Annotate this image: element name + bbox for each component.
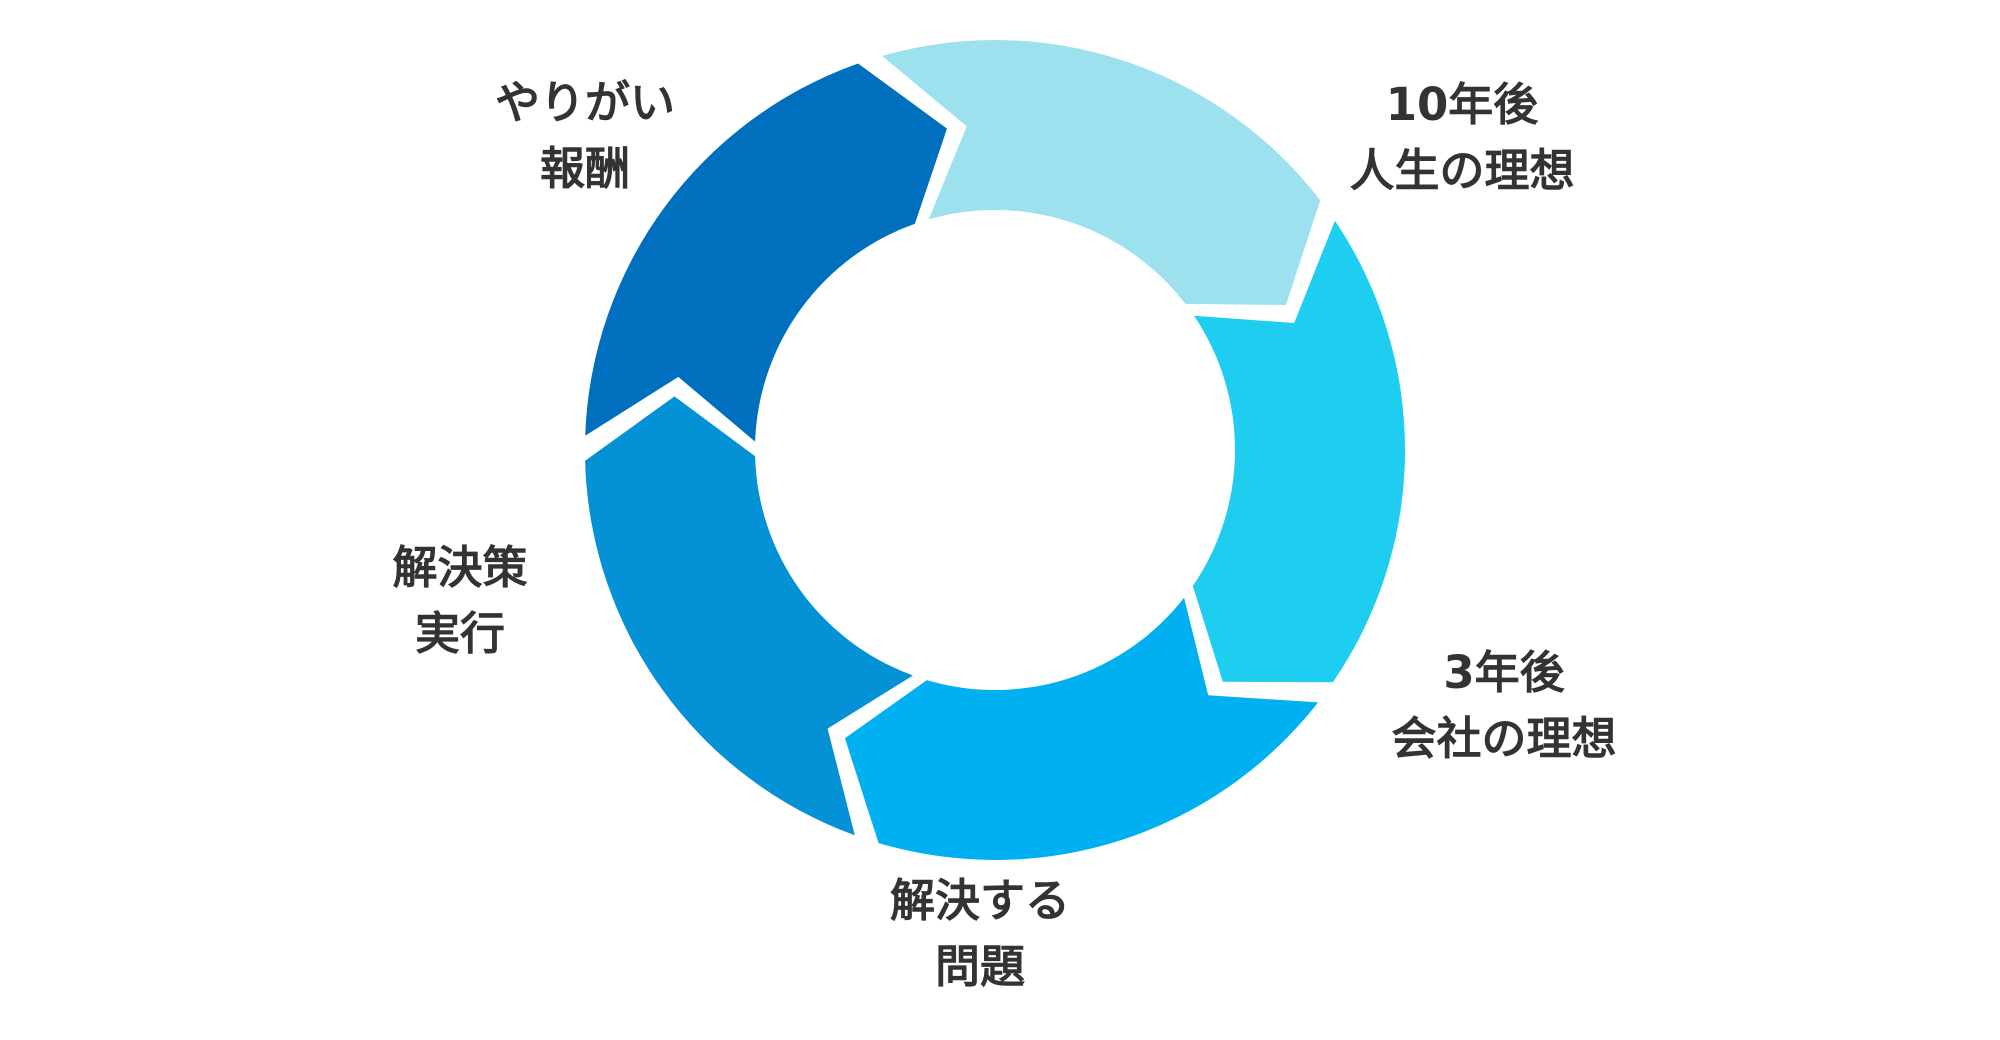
segment-10-year-life-ideal xyxy=(1192,220,1406,683)
label-rewarding-work: やりがい 報酬 xyxy=(375,70,795,202)
label-line: 報酬 xyxy=(539,142,630,195)
segment-rewarding-work xyxy=(882,40,1321,305)
label-3-year-company-ideal: 3年後 会社の理想 xyxy=(1294,640,1714,772)
label-problem-to-solve: 解決する 問題 xyxy=(770,868,1190,1000)
label-line: 10年後 xyxy=(1385,78,1539,131)
label-line: 解決する xyxy=(889,874,1070,927)
label-line: 会社の理想 xyxy=(1391,712,1617,765)
label-line: 問題 xyxy=(934,940,1025,993)
label-line: 解決策 xyxy=(392,541,528,594)
label-line: やりがい xyxy=(494,76,675,129)
segment-solution-execution xyxy=(585,63,947,442)
label-10-year-life-ideal: 10年後 人生の理想 xyxy=(1252,72,1672,204)
segment-3-year-company-ideal xyxy=(844,597,1319,860)
label-line: 3年後 xyxy=(1443,646,1565,699)
label-line: 実行 xyxy=(414,607,505,660)
label-line: 人生の理想 xyxy=(1349,144,1575,197)
segment-problem-to-solve xyxy=(585,396,913,836)
label-solution-execution: 解決策 実行 xyxy=(250,535,670,667)
